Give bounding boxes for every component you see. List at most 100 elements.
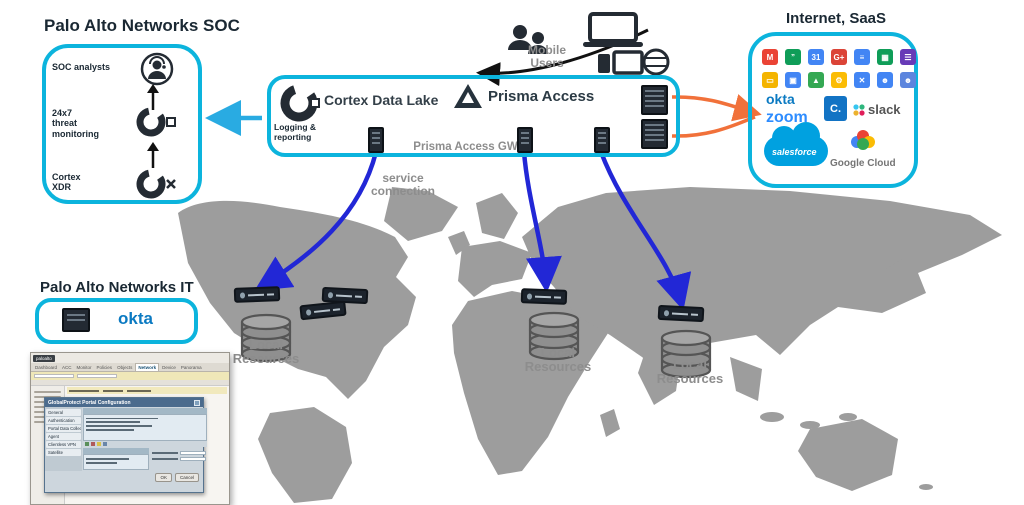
highlighted-row[interactable] [67, 387, 227, 394]
gsuite-icons-row2: ▭▣▲⚙✕☻☻ [762, 72, 916, 88]
tablet-icon [612, 50, 644, 75]
cortex-data-lake-icon [280, 84, 320, 122]
greenland [384, 187, 458, 241]
dialog-nav-portal-data-collection[interactable]: Portal Data Collection [46, 425, 81, 432]
tab-monitor[interactable]: Monitor [76, 365, 92, 370]
admin-icon: ⚙ [831, 72, 847, 88]
dialog-nav-authentication[interactable]: Authentication [46, 417, 81, 424]
paloalto-logo: paloalto [33, 354, 55, 362]
world-map [178, 187, 1002, 503]
panorama-header: paloalto [31, 353, 229, 363]
tab-policies[interactable]: Policies [96, 365, 113, 370]
saas-arrow-top [671, 94, 762, 122]
it-title: Palo Alto Networks IT [40, 279, 194, 296]
text-field[interactable] [180, 457, 206, 462]
ok-button[interactable]: OK [155, 473, 172, 482]
tab-panorama[interactable]: Panorama [180, 365, 202, 370]
globalprotect-laptop-icon [233, 286, 281, 303]
mobile-devices-icons [508, 12, 670, 76]
vault-icon: ▣ [785, 72, 801, 88]
text-field[interactable] [180, 451, 206, 456]
saas-title: Internet, SaaS [786, 10, 887, 27]
saas-arrow-bottom [671, 115, 756, 138]
it-box [35, 298, 198, 344]
slides-icon: ▭ [762, 72, 778, 88]
lower-table[interactable] [83, 448, 149, 471]
google-cloud-icon [851, 130, 875, 150]
soc-title: Palo Alto Networks SOC [44, 16, 240, 35]
dialog-footer: OK Cancel [45, 471, 203, 484]
calendar-icon: 31 [808, 49, 824, 65]
google-plus-icon: G+ [831, 49, 847, 65]
table-header [83, 408, 207, 414]
tab-objects[interactable]: Objects [117, 365, 133, 370]
slack-logo: slack [868, 102, 901, 117]
forms-icon: ☰ [900, 49, 916, 65]
prisma-access-box [267, 75, 680, 157]
salesforce-logo: salesforce [772, 147, 817, 157]
cortex-sub-label: Logging &reporting [274, 122, 317, 143]
prisma-access-logo [454, 84, 482, 108]
dialog-title-bar: GlobalProtect Portal Configuration [45, 398, 203, 407]
cortex-xdr-icon [136, 107, 176, 137]
se-asia [730, 357, 762, 401]
currents-icon: ✕ [854, 72, 870, 88]
cortex-icon [136, 169, 176, 199]
filter-input[interactable] [34, 374, 74, 378]
dialog-nav-clientless-vpn[interactable]: Clientless VPN [46, 441, 81, 448]
concur-icon: C. [824, 96, 847, 121]
filter-input[interactable] [77, 374, 117, 378]
prisma-access-gw-label: Prisma Access GW [413, 141, 518, 153]
australia [798, 419, 898, 491]
globalprotect-dialog: GlobalProtect Portal Configuration Gener… [44, 397, 207, 493]
dialog-nav-agent[interactable]: Agent [46, 433, 81, 440]
salesforce-cloud-icon [764, 122, 828, 166]
tab-device[interactable]: Device [162, 365, 176, 370]
filter-bar [31, 372, 229, 380]
globalprotect-logo-icon [642, 48, 670, 76]
dialog-nav-general[interactable]: General [46, 409, 81, 416]
gp-connection-east [598, 149, 692, 311]
cortex-data-lake-label: Cortex Data Lake [324, 92, 439, 108]
dialog-content [82, 407, 208, 471]
dialog-nav-satellite[interactable]: Satellite [46, 449, 81, 456]
globalprotect-laptop-icon [657, 304, 705, 323]
south-america [258, 407, 352, 503]
database-stack-icon [660, 329, 712, 379]
tab-dashboard[interactable]: Dashboard [35, 365, 58, 370]
table-toolbar[interactable] [83, 441, 207, 448]
config-table[interactable] [83, 413, 207, 442]
gp-connection-central [521, 149, 562, 293]
dialog-fields [151, 448, 207, 470]
tab-acc[interactable]: ACC [62, 365, 72, 370]
north-america [178, 200, 416, 399]
dialog-title: GlobalProtect Portal Configuration [48, 399, 131, 406]
cancel-button[interactable]: Cancel [174, 473, 199, 482]
zoom-logo: zoom [766, 109, 808, 126]
madagascar [600, 409, 620, 437]
user-icon [513, 25, 527, 39]
uk [448, 231, 470, 255]
dialog-close-icon[interactable] [194, 399, 200, 406]
tab-network[interactable]: Network [135, 363, 160, 371]
firewall-icon [641, 85, 668, 115]
okta-logo: okta [118, 309, 153, 328]
soc-up-arrow [147, 142, 159, 168]
panorama-screenshot: paloalto Dashboard ACC Monitor Policies Obje… [30, 352, 230, 505]
gateway-icon [368, 127, 384, 153]
gp-connection-west [254, 149, 379, 291]
asia [522, 187, 1002, 381]
laptop-screen-icon [588, 12, 638, 43]
scandinavia [476, 193, 518, 239]
gateway-icon [594, 127, 610, 153]
google-cloud-label: Google Cloud [830, 158, 896, 169]
contacts-icon: ☻ [877, 72, 893, 88]
toolbar [31, 380, 229, 386]
